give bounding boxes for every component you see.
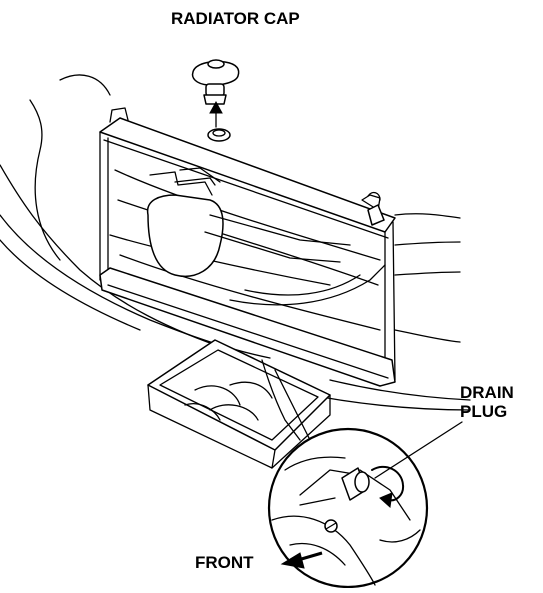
- radiator-cap-label: RADIATOR CAP: [171, 9, 300, 28]
- drain-plug-label: DRAIN PLUG: [460, 383, 514, 421]
- drain-pan: [147, 339, 331, 469]
- front-arrow-icon: [280, 551, 323, 569]
- drain-plug-leader: [374, 421, 463, 479]
- rotation-arrow-icon: [371, 465, 405, 508]
- arrow-up-icon: [209, 100, 223, 128]
- drain-plug-detail: [267, 427, 429, 589]
- drain-plug-label-line1: DRAIN: [460, 383, 514, 402]
- radiator: [99, 107, 396, 387]
- drain-plug-label-line2: PLUG: [460, 402, 508, 421]
- front-label: FRONT: [195, 553, 254, 572]
- coolant-stream: [261, 359, 301, 441]
- radiator-cap: [191, 59, 240, 105]
- vehicle-front-body: [0, 74, 471, 411]
- leader-line-detail: [274, 369, 311, 441]
- filler-neck: [207, 128, 231, 142]
